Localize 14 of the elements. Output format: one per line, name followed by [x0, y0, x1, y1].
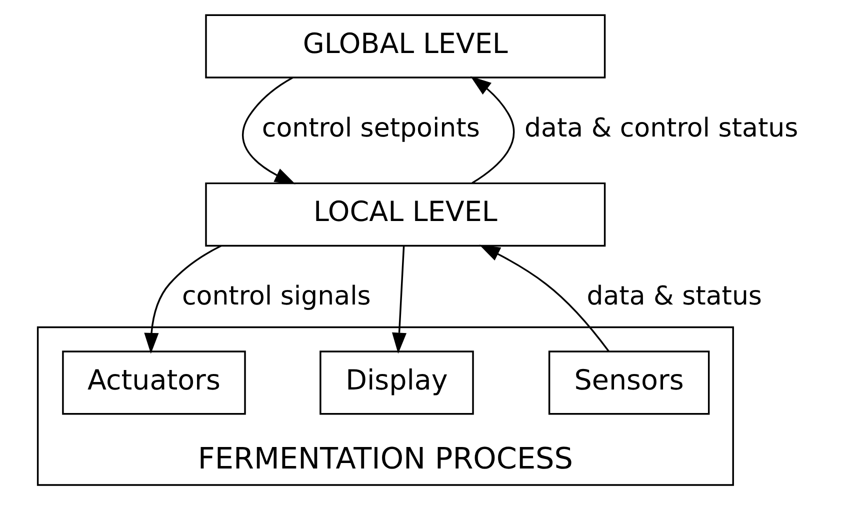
arrow [470, 76, 515, 184]
node-box: Actuators [62, 350, 246, 415]
arrow [479, 244, 610, 352]
arrow [144, 245, 222, 354]
arrow [392, 246, 407, 354]
edge-label: data & control status [524, 113, 798, 144]
node-box: Sensors [548, 350, 710, 415]
node-box: Display [320, 350, 474, 415]
edge-label: control signals [182, 282, 371, 312]
node-box: GLOBAL LEVEL [205, 14, 606, 78]
edge-label: data & status [586, 282, 762, 312]
edge-label: control setpoints [262, 113, 480, 144]
node-box: LOCAL LEVEL [205, 182, 606, 247]
arrow [242, 76, 296, 184]
